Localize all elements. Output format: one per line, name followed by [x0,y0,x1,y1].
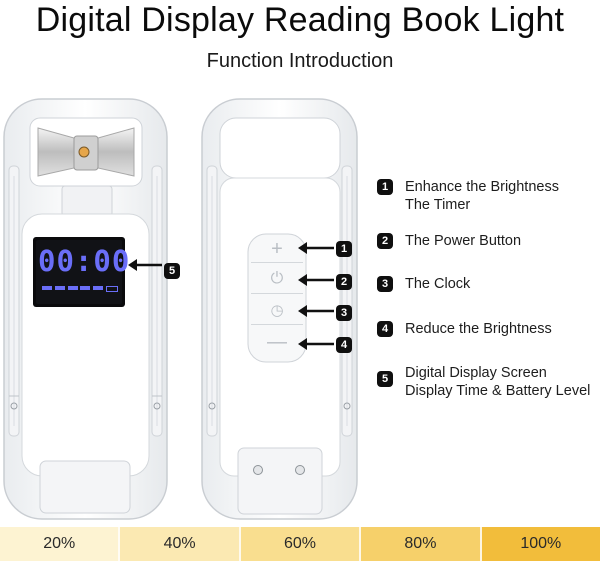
brightness-up-button[interactable]: + [251,236,303,263]
arrow-icon [298,305,334,317]
callout-badge-4: 4 [336,337,352,353]
brightness-level-label: 60% [284,535,317,552]
brightness-level-label: 80% [404,535,437,552]
battery-dash [42,286,52,290]
brightness-level-label: 40% [163,535,196,552]
legend-text: Digital Display Screen Display Time & Ba… [405,364,590,400]
brightness-level-label: 100% [520,535,562,552]
book-light-front [3,98,168,520]
legend-badge: 5 [377,371,393,387]
clock-button[interactable]: ◷ [251,296,303,325]
callout-badge-5: 5 [164,263,180,279]
legend-line: Display Time & Battery Level [405,383,591,399]
page-subtitle: Function Introduction [206,50,394,72]
legend-text: Reduce the Brightness [405,320,552,338]
clock-icon: ◷ [270,301,284,319]
legend-item-5: 5 Digital Display Screen Display Time & … [377,364,590,400]
battery-icon [105,286,118,292]
battery-dash [80,286,91,290]
brightness-down-button[interactable]: — [251,328,303,356]
book-light-back [201,98,358,520]
legend-line: The Clock [405,276,471,292]
legend-item-2: 2 The Power Button [377,232,521,250]
legend-badge: 2 [377,233,393,249]
battery-dash [54,286,65,290]
brightness-level-80: 80% [359,527,480,561]
callout-badge-3: 3 [336,305,352,321]
arrow-icon [298,338,334,350]
display-time: 00:00 [38,244,131,278]
battery-dash [93,286,104,290]
arrow-icon [128,259,162,271]
legend-item-3: 3 The Clock [377,275,470,293]
legend-item-1: 1 Enhance the Brightness The Timer [377,178,559,214]
legend-badge: 4 [377,321,393,337]
battery-dash [67,286,78,290]
legend-line: The Power Button [405,233,522,249]
power-button[interactable]: ⏻ [251,265,303,294]
legend-text: The Power Button [405,232,521,250]
legend-line: The Timer [405,197,471,213]
brightness-level-label: 20% [43,535,76,552]
legend-item-4: 4 Reduce the Brightness [377,320,552,338]
brightness-level-60: 60% [238,527,360,561]
legend-badge: 3 [377,276,393,292]
brightness-level-bar: 20% 40% 60% 80% 100% [0,527,600,561]
legend-line: Enhance the Brightness [405,179,559,195]
minus-icon: — [267,331,287,353]
legend-text: The Clock [405,275,470,293]
arrow-icon [298,274,334,286]
battery-level-indicator [42,286,118,292]
brightness-level-100: 100% [479,527,600,561]
callout-badge-2: 2 [336,274,352,290]
plus-icon: + [271,238,283,260]
legend-line: Reduce the Brightness [405,321,552,337]
callout-badge-1: 1 [336,241,352,257]
power-icon: ⏻ [270,270,284,287]
legend-line: Digital Display Screen [405,365,547,381]
brightness-level-20: 20% [0,527,119,561]
arrow-icon [298,242,334,254]
brightness-level-40: 40% [118,527,239,561]
legend-badge: 1 [377,179,393,195]
legend-text: Enhance the Brightness The Timer [405,178,559,214]
page-title: Digital Display Reading Book Light [35,1,565,39]
